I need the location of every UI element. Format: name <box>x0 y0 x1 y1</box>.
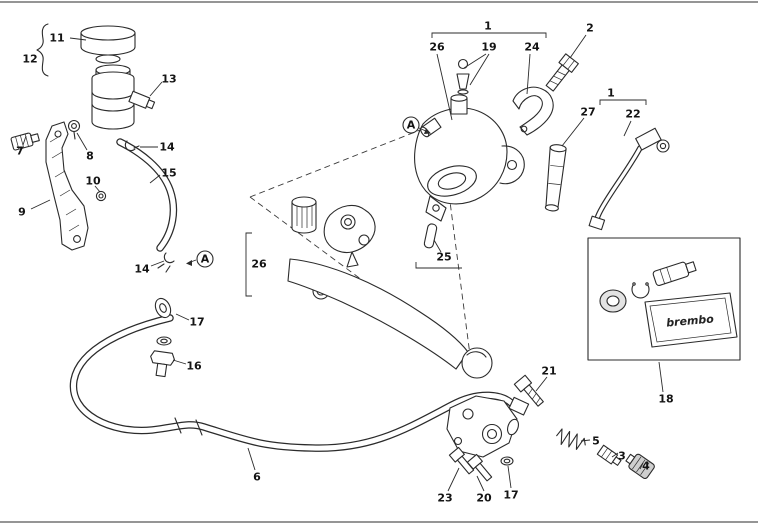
callout-14a: 14 <box>159 141 175 154</box>
callout-16: 16 <box>186 360 202 373</box>
part-17-washer <box>500 456 514 466</box>
callout-1a: 1 <box>484 20 492 33</box>
callout-9: 9 <box>18 206 26 219</box>
kit-packet: brembo <box>644 292 738 348</box>
callout-11: 11 <box>49 32 64 45</box>
callout-12: 12 <box>22 53 37 66</box>
detail-letter-a: A <box>201 253 210 266</box>
grouping-brace <box>36 23 49 77</box>
clutch-lever <box>287 258 493 379</box>
callout-18: 18 <box>658 393 673 406</box>
kit-brand-label: brembo <box>666 312 715 329</box>
reservoir-cap <box>80 25 136 56</box>
callout-25: 25 <box>436 251 451 264</box>
reservoir-body <box>91 64 156 130</box>
callout-3: 3 <box>618 450 626 463</box>
part-8-grommet <box>67 119 81 140</box>
callout-10: 10 <box>85 175 101 188</box>
callout-7: 7 <box>16 145 24 158</box>
part-25-pin <box>423 223 438 249</box>
callout-17b: 17 <box>503 489 518 502</box>
service-kit-box <box>587 237 741 361</box>
part-7-knob <box>10 132 40 151</box>
part-27-boot <box>544 144 567 212</box>
callout-4: 4 <box>642 460 650 473</box>
callout-20: 20 <box>476 492 492 505</box>
part-19-bleed-fittings <box>456 58 470 95</box>
part-24-clamp <box>512 86 554 136</box>
part-10-bushing <box>95 190 107 202</box>
callout-23: 23 <box>437 492 452 505</box>
callout-2: 2 <box>586 22 594 35</box>
part-16-bolt <box>150 336 175 378</box>
callout-26b: 26 <box>251 258 267 271</box>
part-20-bolts <box>448 446 493 482</box>
part-15-hose <box>116 138 178 252</box>
part-2-bolt <box>545 53 579 92</box>
lever-perch <box>323 204 376 268</box>
callout-27: 27 <box>580 106 595 119</box>
part-3-fitting <box>596 444 622 466</box>
kit-piston <box>652 261 697 286</box>
callout-26a: 26 <box>429 41 445 54</box>
callout-8: 8 <box>86 150 94 163</box>
callout-15: 15 <box>161 167 176 180</box>
detail-letter-a: A <box>407 119 416 132</box>
part-4-knob <box>625 453 655 480</box>
kit-grommet <box>599 289 627 313</box>
kit-circlip <box>631 282 650 299</box>
lever-adjuster <box>291 196 317 234</box>
detail-marker-a-left: A <box>186 250 214 268</box>
part-22-hose-switch <box>588 127 670 231</box>
callout-22: 22 <box>625 108 640 121</box>
part-14-clip-lower <box>157 252 175 273</box>
slave-bracket <box>446 395 519 458</box>
part-14-clip-upper <box>124 140 140 152</box>
part-9-bracket <box>45 121 89 251</box>
leader-lines <box>22 32 664 492</box>
callout-1b: 1 <box>607 87 615 100</box>
callout-24: 24 <box>524 41 540 54</box>
callout-17a: 17 <box>189 316 204 329</box>
part-5-spring <box>556 428 586 450</box>
part-17-banjo <box>154 297 172 319</box>
clutch-hose <box>69 314 530 452</box>
callout-13: 13 <box>161 73 176 86</box>
callout-21: 21 <box>541 365 556 378</box>
callout-14b: 14 <box>134 263 150 276</box>
part-21-bolt <box>513 374 544 407</box>
callout-19: 19 <box>481 41 496 54</box>
callout-6: 6 <box>253 471 261 484</box>
reservoir-diaphragm <box>95 54 121 64</box>
callout-5: 5 <box>592 435 600 448</box>
master-cylinder-body <box>414 94 525 222</box>
callout-labels: 11 12 13 7 8 14 10 15 9 14 1 26 19 24 2 … <box>16 20 673 505</box>
detail-marker-a-right: A <box>402 116 431 134</box>
